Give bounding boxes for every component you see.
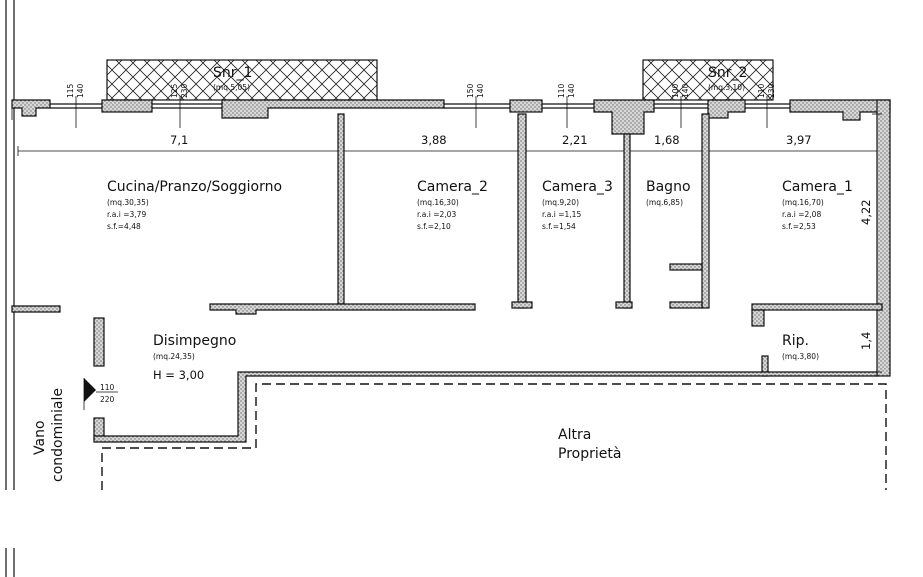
room-camera1-sf: s.f.=2,53 (782, 222, 816, 231)
vano-label-line2: condominiale (50, 388, 66, 482)
window-1-top: 115 (66, 83, 75, 98)
left-boundary-lines (5, 0, 15, 577)
right-wall (876, 99, 891, 377)
dim-rip-depth: 1,4 (859, 332, 873, 350)
window-4-top: 110 (557, 83, 566, 98)
dim-bagno-width: 1,68 (654, 133, 680, 147)
terrace-snr2-area: (mq.3,10) (708, 83, 745, 92)
room-cucina-sf: s.f.=4,48 (107, 222, 141, 231)
dim-depth: 4,22 (859, 199, 873, 225)
window-6-bottom: 230 (767, 83, 776, 98)
altra-label-line2: Proprietà (558, 446, 621, 462)
room-cucina-name: Cucina/Pranzo/Soggiorno (107, 179, 282, 195)
interior-walls (11, 113, 883, 443)
terrace-snr1 (106, 59, 378, 101)
room-disimpegno-height: H = 3,00 (153, 368, 204, 382)
terrace-snr1-area: (mq.5,05) (213, 83, 250, 92)
window-2-bottom: 230 (180, 83, 189, 98)
entrance-arrow-icon (84, 378, 96, 402)
room-disimpegno-area: (mq.24,35) (153, 352, 195, 361)
room-cucina-rai: r.a.i =3,79 (107, 210, 146, 219)
dim-cucina-width: 7,1 (170, 133, 188, 147)
dimension-lines (17, 113, 882, 373)
room-camera3-sf: s.f.=1,54 (542, 222, 576, 231)
room-camera2-sf: s.f.=2,10 (417, 222, 451, 231)
room-cucina-area: (mq.30,35) (107, 198, 149, 207)
room-bagno-name: Bagno (646, 179, 691, 195)
window-1-bottom: 140 (76, 83, 85, 98)
window-5-top: 100 (671, 83, 680, 98)
room-camera1-name: Camera_1 (782, 179, 853, 195)
window-6-top: 110 (757, 83, 766, 98)
top-wall (11, 99, 891, 135)
room-bagno-area: (mq.6,85) (646, 198, 683, 207)
dim-camera3-width: 2,21 (562, 133, 588, 147)
room-camera3-name: Camera_3 (542, 179, 613, 195)
dim-camera2-width: 3,88 (421, 133, 447, 147)
window-4-bottom: 140 (567, 83, 576, 98)
terrace-snr1-name: Snr_1 (213, 65, 252, 81)
room-camera3-rai: r.a.i =1,15 (542, 210, 581, 219)
window-2-top: 125 (170, 83, 179, 98)
entrance-bottom: 220 (100, 395, 115, 404)
terrace-snr2-name: Snr_2 (708, 65, 747, 81)
room-camera2-rai: r.a.i =2,03 (417, 210, 456, 219)
room-camera1-rai: r.a.i =2,08 (782, 210, 821, 219)
altra-label-line1: Altra (558, 427, 591, 443)
window-3-top: 150 (466, 83, 475, 98)
room-camera3-area: (mq.9,20) (542, 198, 579, 207)
room-camera2-name: Camera_2 (417, 179, 488, 195)
room-disimpegno-name: Disimpegno (153, 333, 236, 349)
room-rip-area: (mq.3,80) (782, 352, 819, 361)
room-camera1-area: (mq.16,70) (782, 198, 824, 207)
vano-label-line1: Vano (32, 420, 48, 455)
room-camera2-area: (mq.16,30) (417, 198, 459, 207)
window-3-bottom: 140 (476, 83, 485, 98)
window-5-bottom: 140 (681, 83, 690, 98)
entrance-top: 110 (100, 383, 115, 392)
altra-proprieta-boundary (101, 383, 887, 490)
room-rip-name: Rip. (782, 333, 809, 349)
window-ticks (75, 96, 768, 128)
dim-camera1-width: 3,97 (786, 133, 812, 147)
